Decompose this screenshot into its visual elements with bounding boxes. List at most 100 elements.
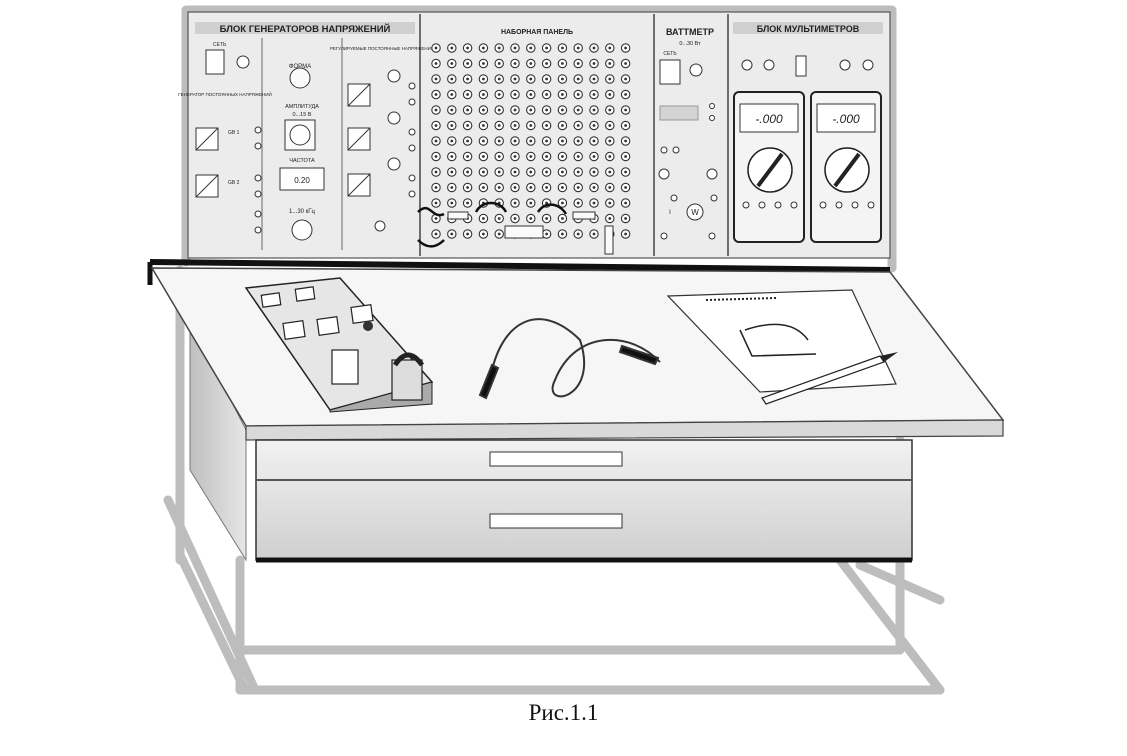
breadboard-socket-hole — [513, 170, 517, 174]
shape-knob[interactable] — [289, 67, 311, 89]
breadboard-socket-hole — [482, 155, 485, 158]
breadboard-socket-hole — [497, 108, 501, 112]
breadboard-socket-hole — [545, 217, 548, 220]
breadboard-socket-hole — [466, 232, 469, 236]
breadboard-socket-hole — [608, 139, 612, 143]
breadboard-socket-hole — [497, 170, 501, 174]
breadboard-socket-hole — [545, 232, 548, 236]
breadboard-socket-hole — [466, 155, 469, 158]
breadboard-socket-hole — [592, 93, 596, 96]
breadboard-socket-hole — [576, 93, 580, 96]
drawer-2-handle[interactable] — [489, 513, 623, 529]
gen-power-switch[interactable] — [205, 49, 225, 75]
breadboard-socket-hole — [561, 77, 564, 81]
breadboard-socket-hole — [561, 93, 564, 96]
breadboard-socket-hole — [434, 170, 438, 174]
wattmeter-power-lamp — [689, 63, 703, 77]
breadboard-socket-hole — [608, 155, 612, 158]
gen-power-lamp — [236, 55, 250, 69]
breadboard-socket-hole — [592, 186, 596, 189]
wattmeter-i-label: I — [669, 210, 671, 216]
breadboard-socket-grid[interactable] — [431, 43, 631, 239]
breadboard-socket-hole — [513, 108, 517, 112]
breadboard-socket-hole — [576, 62, 580, 65]
breadboard-socket-hole — [529, 46, 533, 50]
breadboard-socket-hole — [482, 232, 485, 236]
amplitude-label: АМПЛИТУДА — [285, 104, 319, 110]
breadboard-socket-hole — [592, 62, 596, 65]
breadboard-socket-hole — [624, 201, 627, 205]
breadboard-socket-hole — [482, 124, 485, 127]
multimeter-2-display — [816, 103, 876, 133]
breadboard-socket-hole — [434, 108, 438, 112]
breadboard-components — [417, 201, 614, 255]
gen-block-title: БЛОК ГЕНЕРАТОРОВ НАПРЯЖЕНИЙ — [220, 23, 391, 35]
amplitude-knob[interactable] — [289, 124, 311, 146]
breadboard-socket-hole — [450, 77, 454, 81]
breadboard-socket-hole — [545, 124, 548, 127]
breadboard-socket-hole — [466, 108, 469, 112]
breadboard-socket-hole — [434, 93, 438, 96]
breadboard-socket-hole — [561, 62, 564, 65]
breadboard-socket-hole — [450, 62, 454, 65]
breadboard-socket-hole — [624, 124, 627, 127]
breadboard-socket-hole — [624, 77, 627, 81]
wattmeter-power-switch[interactable] — [659, 59, 681, 85]
breadboard-socket-hole — [513, 217, 517, 220]
breadboard-socket-hole — [561, 217, 564, 220]
breadboard-socket-hole — [624, 155, 627, 158]
breadboard-socket-hole — [466, 170, 469, 174]
breadboard-socket-hole — [529, 108, 533, 112]
breadboard-socket-hole — [434, 201, 438, 205]
bench-frame — [163, 5, 945, 695]
shape-label: ФОРМА — [289, 64, 311, 70]
multimeter-1-display — [739, 103, 799, 133]
breadboard-socket-hole — [624, 108, 627, 112]
paper-sheet — [666, 289, 897, 393]
breadboard-socket-hole — [576, 170, 580, 174]
wattmeter-symbol — [686, 203, 704, 221]
breadboard-socket-hole — [513, 93, 517, 96]
breadboard-socket-hole — [513, 201, 517, 205]
breadboard-socket-hole — [497, 232, 501, 236]
breadboard-socket-hole — [529, 77, 533, 81]
dc-source-1-label: GB 1 — [228, 130, 240, 136]
breadboard-socket-hole — [466, 124, 469, 127]
breadboard-socket-hole — [497, 93, 501, 96]
breadboard-socket-hole — [450, 139, 454, 143]
breadboard-socket-hole — [576, 77, 580, 81]
breadboard-socket-hole — [561, 139, 564, 143]
breadboard-socket-hole — [466, 201, 469, 205]
drawer-1-handle[interactable] — [489, 451, 623, 467]
frequency-knob[interactable] — [291, 219, 313, 241]
breadboard-socket-hole — [466, 62, 469, 65]
frequency-range: 1...30 кГц — [289, 209, 316, 215]
breadboard-socket-hole — [624, 186, 627, 189]
breadboard-socket-hole — [624, 232, 627, 236]
frequency-label: ЧАСТОТА — [289, 158, 315, 164]
breadboard-socket-hole — [576, 139, 580, 143]
breadboard-socket-hole — [529, 217, 533, 220]
wattmeter-range: 0...30 Вт — [679, 41, 701, 47]
breadboard-socket-hole — [608, 93, 612, 96]
instrument-panel: БЛОК ГЕНЕРАТОРОВ НАПРЯЖЕНИЙ НАБОРНАЯ ПАН… — [178, 11, 891, 259]
multimeter-block: -.000 -.000 — [733, 55, 882, 243]
breadboard-socket-hole — [592, 124, 596, 127]
breadboard-socket-hole — [450, 232, 454, 236]
breadboard-socket-hole — [529, 155, 533, 158]
breadboard-socket-hole — [561, 186, 564, 189]
breadboard-socket-hole — [545, 155, 548, 158]
breadboard-socket-hole — [466, 186, 469, 189]
multimeter-power-switch[interactable] — [795, 55, 807, 77]
wattmeter-w-label: W — [691, 208, 699, 217]
breadboard-socket-hole — [561, 46, 564, 50]
breadboard-socket-hole — [576, 46, 580, 50]
breadboard-socket-hole — [561, 201, 564, 205]
breadboard-socket-hole — [482, 46, 485, 50]
test-leads — [478, 318, 661, 400]
reg-voltage-label: РЕГУЛИРУЕМЫЕ ПОСТОЯННЫЕ НАПРЯЖЕНИЯ — [330, 46, 434, 51]
breadboard-socket-hole — [434, 124, 438, 127]
breadboard-socket-hole — [529, 139, 533, 143]
breadboard-socket-hole — [482, 108, 485, 112]
